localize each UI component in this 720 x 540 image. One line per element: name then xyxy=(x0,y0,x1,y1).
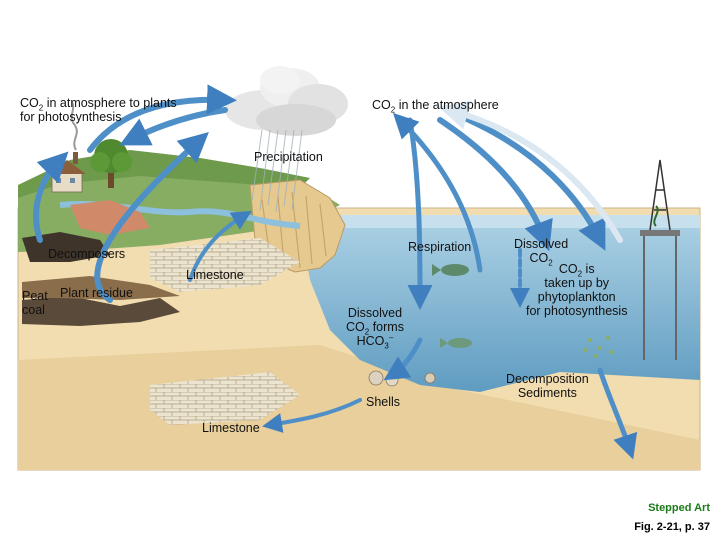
cloud-icon xyxy=(225,66,348,136)
label-decomposers: Decomposers xyxy=(48,247,126,261)
label-decomposition-sediments: Decomposition Sediments xyxy=(506,372,589,400)
rain xyxy=(251,129,303,213)
ocean-surface xyxy=(300,215,700,228)
arrow-house-to-atmosphere xyxy=(87,84,237,153)
arrow-decomposition-down xyxy=(597,367,638,460)
phytoplankton-icon xyxy=(583,336,614,358)
arrow-sea-to-atmosphere xyxy=(438,100,623,243)
label-respiration: Respiration xyxy=(408,240,472,254)
flow-arrows xyxy=(33,84,638,460)
oil-rig-icon xyxy=(640,159,680,360)
fish-icon xyxy=(440,338,472,348)
stepped-art-credit: Stepped Art xyxy=(648,502,710,514)
arrow-limestone-up xyxy=(188,210,252,282)
arrow-atmosphere-to-sea-2 xyxy=(457,113,606,251)
decomposer-soil xyxy=(22,232,110,262)
figure-reference: Fig. 2-21, p. 37 xyxy=(634,521,710,533)
label-plant-residue: Plant residue xyxy=(60,286,133,300)
house-icon xyxy=(48,152,86,193)
limestone-upper-layer xyxy=(150,238,300,292)
lower-sediment xyxy=(18,345,700,470)
label-co2-to-plants: CO2 in atmosphere to plants for photosyn… xyxy=(20,96,177,124)
label-precipitation: Precipitation xyxy=(254,150,323,164)
label-limestone-upper: Limestone xyxy=(186,268,244,282)
label-limestone-lower: Limestone xyxy=(202,421,260,435)
arrow-coal-up xyxy=(94,131,209,303)
limestone-lower-layer xyxy=(150,372,300,425)
label-co2-taken-up: CO2 is taken up by phytoplankton for pho… xyxy=(526,262,628,318)
fish-icon xyxy=(432,264,469,276)
label-co2-atmosphere: CO2 in the atmosphere xyxy=(372,98,499,115)
label-dissolved-co2: Dissolved CO2 xyxy=(514,237,569,268)
tree-icon xyxy=(90,139,132,188)
coal-deposit xyxy=(22,296,180,326)
label-shells: Shells xyxy=(366,395,401,409)
label-dissolved-forms: Dissolved CO2 forms HCO3– xyxy=(346,306,404,351)
arrow-dissolved-to-shells xyxy=(383,337,423,381)
arrow-decomposers-up xyxy=(33,151,69,243)
chimney-smoke xyxy=(70,101,78,151)
cliff-lines xyxy=(261,191,327,269)
arrow-atmosphere-down-to-ocean xyxy=(407,117,433,310)
ocean xyxy=(300,226,700,392)
arrow-atmosphere-to-sea-1 xyxy=(437,117,553,252)
arrow-sediment-to-limestone xyxy=(262,398,362,433)
arrow-respiration-up xyxy=(392,112,483,273)
